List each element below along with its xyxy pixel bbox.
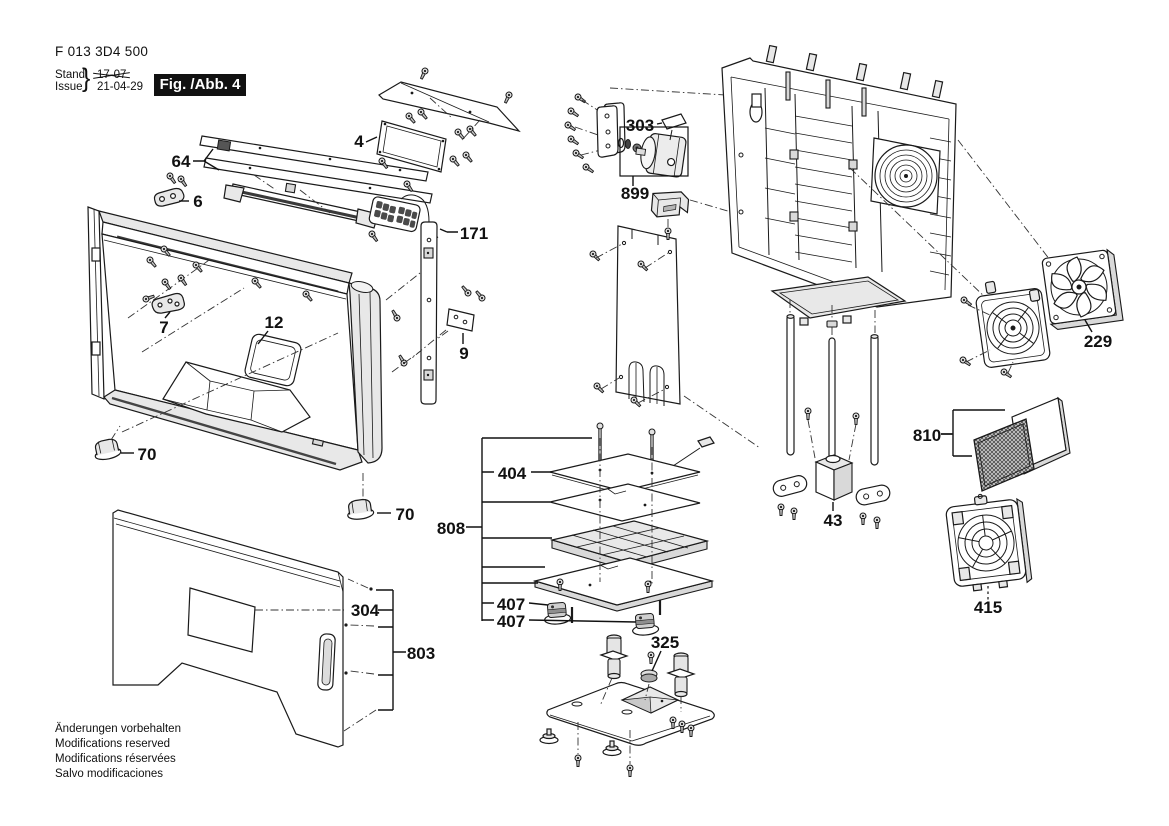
note-es: Salvo modificaciones <box>55 768 164 780</box>
part-guard-415 <box>945 493 1033 600</box>
stand-value: 17-07 <box>97 69 126 81</box>
part-9-plate <box>411 284 487 359</box>
callout-303: 303 <box>626 116 654 135</box>
callout-64: 64 <box>172 152 191 171</box>
part-foot-70-right <box>345 497 375 522</box>
part-171-bar <box>400 194 438 405</box>
callout-407-lower: 407 <box>497 612 525 631</box>
callout-415: 415 <box>974 598 1002 617</box>
footer-notes: Änderungen vorbehalten Modifications res… <box>55 722 181 782</box>
brace-glyph: } <box>82 63 91 93</box>
callout-404: 404 <box>498 464 527 483</box>
part-thin-sheet <box>588 225 761 449</box>
callout-70-left: 70 <box>138 445 157 464</box>
callout-12: 12 <box>265 313 284 332</box>
note-en: Modifications reserved <box>55 738 171 750</box>
part-base-325 <box>539 634 715 777</box>
knob-325 <box>640 669 658 683</box>
part-filter-stack-808 <box>466 422 715 637</box>
part-rods-43 <box>770 314 892 529</box>
stand-value-struck: 17-07 <box>97 69 127 81</box>
callout-6: 6 <box>193 192 202 211</box>
part-back-cover-803 <box>112 509 406 748</box>
part-fan-guard-229 <box>958 248 1124 380</box>
part-4-group <box>376 66 521 173</box>
note-de: Änderungen vorbehalten <box>55 723 181 735</box>
part-filters-810 <box>941 396 1071 492</box>
document-code: F 013 3D4 500 <box>55 44 149 59</box>
callout-9: 9 <box>459 344 468 363</box>
rubber-feet <box>539 728 622 757</box>
issue-value: 21-04-29 <box>97 81 144 93</box>
part-motor-group <box>563 87 801 240</box>
part-top-bars-64 <box>199 135 433 244</box>
callout-899: 899 <box>621 184 649 203</box>
stand-label: Stand <box>55 69 86 81</box>
callout-325: 325 <box>651 633 679 652</box>
callout-229: 229 <box>1084 332 1112 351</box>
figure-badge: Fig. /Abb. 4 <box>154 74 246 96</box>
part-rear-panel <box>721 44 1051 333</box>
callout-labels: 4 64 6 7 12 171 9 70 70 304 803 808 404 … <box>138 116 1113 663</box>
callout-70-right: 70 <box>396 505 415 524</box>
issue-label: Issue <box>55 81 83 93</box>
callout-810: 810 <box>913 426 941 445</box>
callout-43: 43 <box>824 511 843 530</box>
callout-7: 7 <box>159 318 168 337</box>
callout-304: 304 <box>351 601 380 620</box>
part-keypad <box>368 196 440 241</box>
part-front-frame <box>87 206 449 500</box>
note-fr: Modifications réservées <box>55 753 176 765</box>
callout-leader-lines <box>121 122 952 514</box>
callout-4: 4 <box>354 132 364 151</box>
callout-407-upper: 407 <box>497 595 525 614</box>
callout-171: 171 <box>460 224 488 243</box>
part-bracket-6 <box>153 171 189 207</box>
part-bracket-7 <box>141 273 189 314</box>
callout-803: 803 <box>407 644 435 663</box>
callout-808: 808 <box>437 519 465 538</box>
part-foot-70-left <box>91 425 123 463</box>
